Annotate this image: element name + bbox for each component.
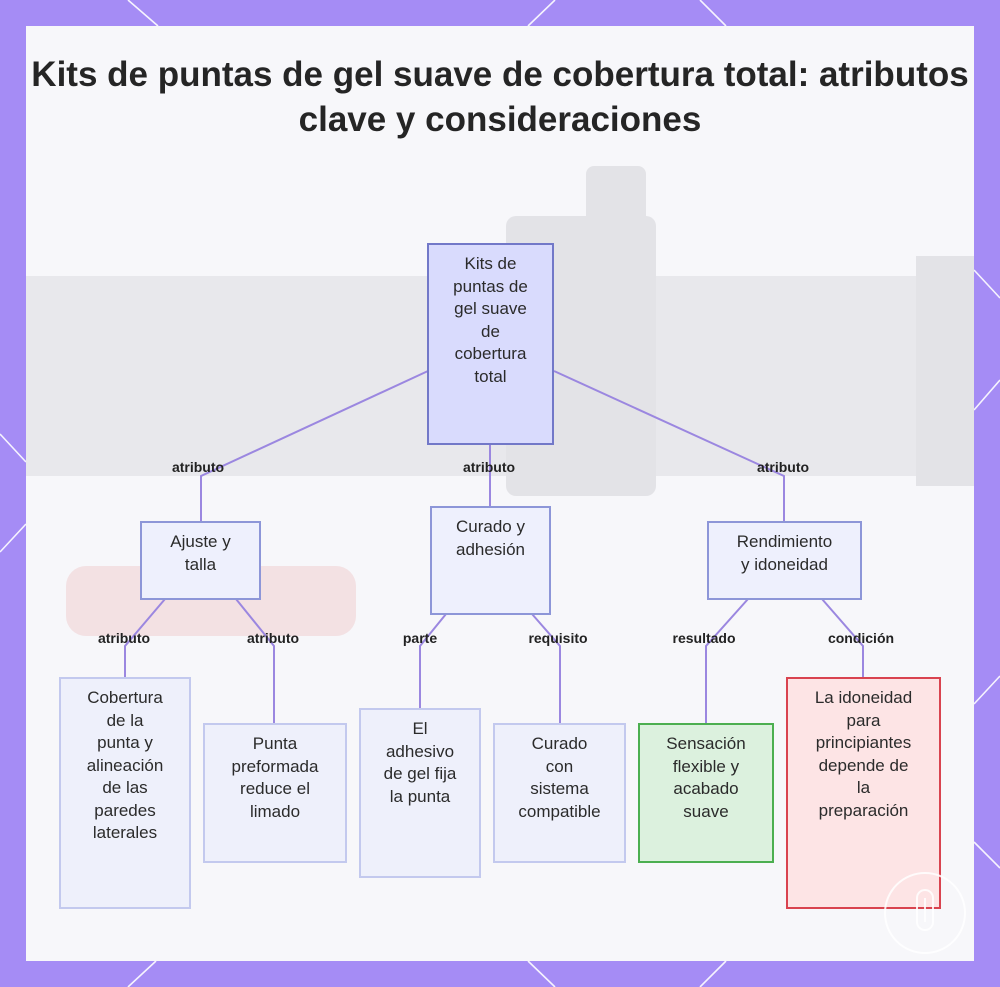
branch-node-curing-label: Curado y adhesión: [455, 517, 525, 559]
leaf-node-gel-adhesive-label: El adhesivo de gel fija la punta: [383, 719, 457, 806]
leaf-node-flexible-finish: Sensación flexible y acabado suave: [638, 723, 774, 863]
connector-root-performance: [553, 370, 785, 521]
leaf-node-compatible-curing: Curado con sistema compatible: [493, 723, 626, 863]
watermark-logo: [884, 872, 966, 954]
connector-root-fit: [200, 370, 429, 521]
edge-label-leaf4: requisito: [528, 630, 588, 646]
connector-performance-leaf6: [821, 598, 864, 677]
branch-node-performance: Rendimiento y idoneidad: [707, 521, 862, 600]
root-node: Kits de puntas de gel suave de cobertura…: [427, 243, 554, 445]
connector-performance-leaf5: [705, 598, 749, 723]
branch-node-fit: Ajuste y talla: [140, 521, 261, 600]
edge-label-leaf2: atributo: [246, 630, 300, 646]
edge-label-fit: atributo: [171, 459, 225, 475]
page-title: Kits de puntas de gel suave de cobertura…: [31, 55, 969, 139]
branch-node-fit-label: Ajuste y talla: [170, 532, 231, 574]
branch-node-curing: Curado y adhesión: [430, 506, 551, 615]
connector-fit-leaf1: [124, 598, 166, 677]
edge-label-curing: atributo: [462, 459, 516, 475]
edge-label-performance: atributo: [756, 459, 810, 475]
leaf-node-coverage-label: Cobertura de la punta y alineación de la…: [86, 688, 164, 842]
leaf-node-beginner-suitability-label: La idoneidad para principiantes depende …: [814, 688, 913, 820]
leaf-node-beginner-suitability: La idoneidad para principiantes depende …: [786, 677, 941, 909]
branch-node-performance-label: Rendimiento y idoneidad: [736, 532, 833, 574]
connector-curing-leaf3: [419, 613, 447, 708]
edge-label-leaf5: resultado: [672, 630, 736, 646]
edge-label-leaf3: parte: [402, 630, 438, 646]
edge-label-leaf6: condición: [827, 630, 895, 646]
edge-label-leaf1: atributo: [97, 630, 151, 646]
connector-fit-leaf2: [235, 598, 275, 723]
leaf-node-coverage: Cobertura de la punta y alineación de la…: [59, 677, 191, 909]
root-node-label: Kits de puntas de gel suave de cobertura…: [453, 254, 528, 386]
leaf-node-preformed-tip: Punta preformada reduce el limado: [203, 723, 347, 863]
leaf-node-flexible-finish-label: Sensación flexible y acabado suave: [666, 734, 746, 821]
leaf-node-compatible-curing-label: Curado con sistema compatible: [518, 734, 601, 821]
connector-curing-leaf4: [531, 613, 561, 723]
leaf-node-preformed-tip-label: Punta preformada reduce el limado: [231, 734, 319, 821]
leaf-node-gel-adhesive: El adhesivo de gel fija la punta: [359, 708, 481, 878]
